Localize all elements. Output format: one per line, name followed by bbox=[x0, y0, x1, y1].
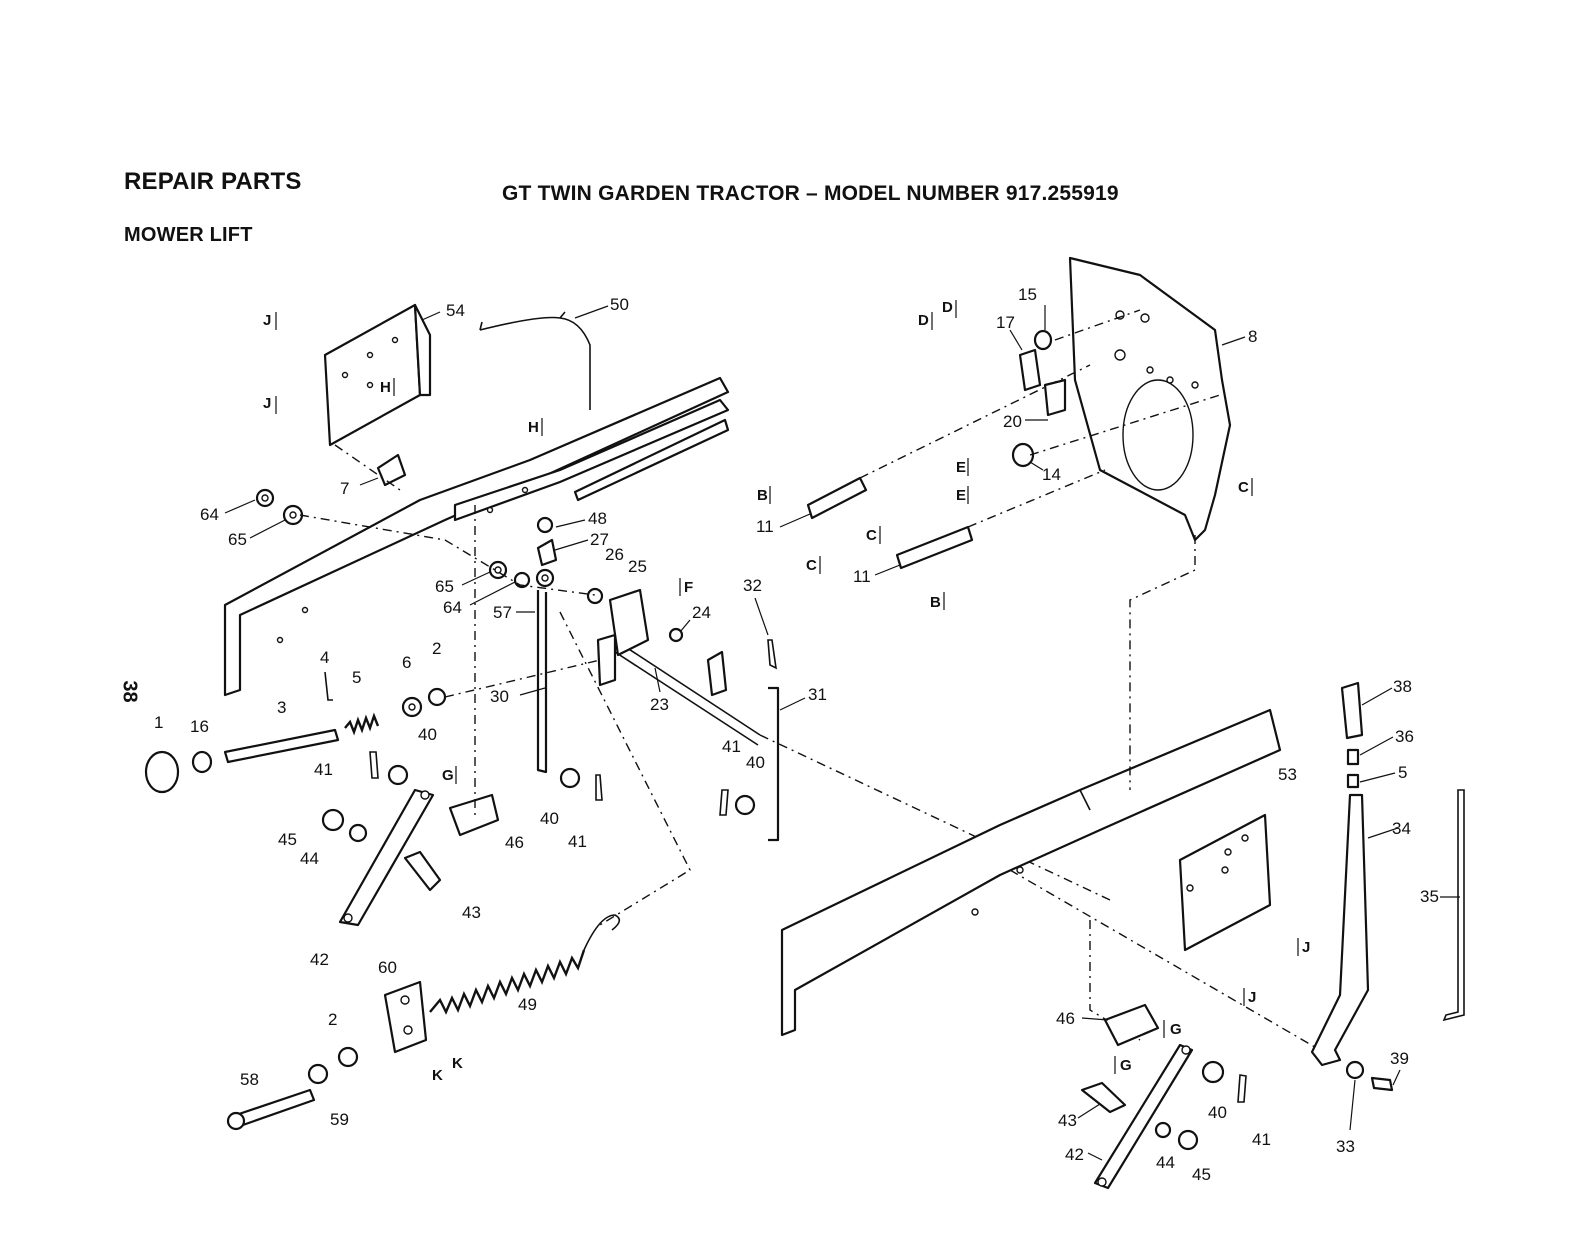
label-5: 5 bbox=[352, 668, 361, 687]
label-32: 32 bbox=[743, 576, 762, 595]
label-11a: 11 bbox=[756, 517, 774, 536]
label-41d: 41 bbox=[1252, 1130, 1271, 1149]
ref-letter-J1: J bbox=[263, 312, 271, 329]
label-24: 24 bbox=[692, 603, 711, 622]
label-11b: 11 bbox=[853, 567, 871, 586]
ref-letter-B2: B bbox=[930, 594, 941, 611]
label-17: 17 bbox=[996, 313, 1015, 332]
label-46a: 46 bbox=[505, 833, 524, 852]
label-39: 39 bbox=[1390, 1049, 1409, 1068]
label-40b: 40 bbox=[540, 809, 559, 828]
ref-letter-K1: K bbox=[432, 1067, 443, 1084]
label-65b: 65 bbox=[435, 577, 454, 596]
label-59: 59 bbox=[330, 1110, 349, 1129]
ref-letter-J2: J bbox=[263, 395, 271, 412]
right-frame-rail bbox=[782, 710, 1280, 1035]
label-64b: 64 bbox=[443, 598, 462, 617]
ref-letter-H2: H bbox=[528, 419, 539, 436]
label-42b: 42 bbox=[1065, 1145, 1084, 1164]
ref-letter-G1: G bbox=[442, 767, 454, 784]
side-plate-8 bbox=[1070, 258, 1230, 540]
label-49: 49 bbox=[518, 995, 537, 1014]
label-36: 36 bbox=[1395, 727, 1414, 746]
ref-letter-K2: K bbox=[452, 1055, 463, 1072]
label-26: 26 bbox=[605, 545, 624, 564]
label-54: 54 bbox=[446, 301, 465, 320]
label-5b: 5 bbox=[1398, 763, 1407, 782]
lift-rod-50 bbox=[480, 312, 590, 410]
label-46b: 46 bbox=[1056, 1009, 1075, 1028]
ref-letter-E2: E bbox=[956, 487, 966, 504]
ref-letter-D1: D bbox=[918, 312, 929, 329]
label-6: 6 bbox=[402, 653, 411, 672]
label-4: 4 bbox=[320, 648, 329, 667]
ref-letter-E1: E bbox=[956, 459, 966, 476]
ref-letter-C3: C bbox=[1238, 479, 1249, 496]
ref-letter-D2: D bbox=[942, 299, 953, 316]
label-31: 31 bbox=[808, 685, 827, 704]
ref-letter-J4: J bbox=[1248, 989, 1256, 1006]
label-40d: 40 bbox=[1208, 1103, 1227, 1122]
left-frame-rail bbox=[225, 378, 728, 695]
label-23: 23 bbox=[650, 695, 669, 714]
label-40a: 40 bbox=[418, 725, 437, 744]
label-65: 65 bbox=[228, 530, 247, 549]
label-14: 14 bbox=[1042, 465, 1061, 484]
ref-letter-B1: B bbox=[757, 487, 768, 504]
label-40c: 40 bbox=[746, 753, 765, 772]
label-60: 60 bbox=[378, 958, 397, 977]
label-3: 3 bbox=[277, 698, 286, 717]
label-41c: 41 bbox=[722, 737, 741, 756]
label-57: 57 bbox=[493, 603, 512, 622]
mounting-plate-54 bbox=[325, 305, 430, 445]
label-58: 58 bbox=[240, 1070, 259, 1089]
label-45a: 45 bbox=[278, 830, 297, 849]
label-2b: 2 bbox=[328, 1010, 337, 1029]
label-20: 20 bbox=[1003, 412, 1022, 431]
label-41a: 41 bbox=[314, 760, 333, 779]
label-15: 15 bbox=[1018, 285, 1037, 304]
label-7: 7 bbox=[340, 479, 349, 498]
ref-letter-H1: H bbox=[380, 379, 391, 396]
label-53: 53 bbox=[1278, 765, 1297, 784]
label-34: 34 bbox=[1392, 819, 1411, 838]
lift-lever-assembly bbox=[1312, 683, 1464, 1090]
ref-letter-G3: G bbox=[1120, 1057, 1132, 1074]
label-35: 35 bbox=[1420, 887, 1439, 906]
label-42a: 42 bbox=[310, 950, 329, 969]
ref-letter-C2: C bbox=[866, 527, 877, 544]
ref-letter-F1: F bbox=[684, 579, 693, 596]
label-45b: 45 bbox=[1192, 1165, 1211, 1184]
label-43b: 43 bbox=[1058, 1111, 1077, 1130]
pad-7 bbox=[378, 455, 405, 485]
label-2: 2 bbox=[432, 639, 441, 658]
label-44b: 44 bbox=[1156, 1153, 1175, 1172]
label-50: 50 bbox=[610, 295, 629, 314]
washer-set-upper-left bbox=[257, 490, 302, 524]
label-38: 38 bbox=[1393, 677, 1412, 696]
ref-letter-C1: C bbox=[806, 557, 817, 574]
label-8: 8 bbox=[1248, 327, 1257, 346]
label-33: 33 bbox=[1336, 1137, 1355, 1156]
label-64: 64 bbox=[200, 505, 219, 524]
label-25: 25 bbox=[628, 557, 647, 576]
label-43a: 43 bbox=[462, 903, 481, 922]
label-16: 16 bbox=[190, 717, 209, 736]
lift-shaft-assembly bbox=[490, 518, 760, 745]
lift-spring-assembly bbox=[228, 915, 619, 1129]
ref-letter-J3: J bbox=[1302, 939, 1310, 956]
label-1: 1 bbox=[154, 713, 163, 732]
label-48: 48 bbox=[588, 509, 607, 528]
label-44a: 44 bbox=[300, 849, 319, 868]
ref-letter-G2: G bbox=[1170, 1021, 1182, 1038]
label-30: 30 bbox=[490, 687, 509, 706]
label-41b: 41 bbox=[568, 832, 587, 851]
